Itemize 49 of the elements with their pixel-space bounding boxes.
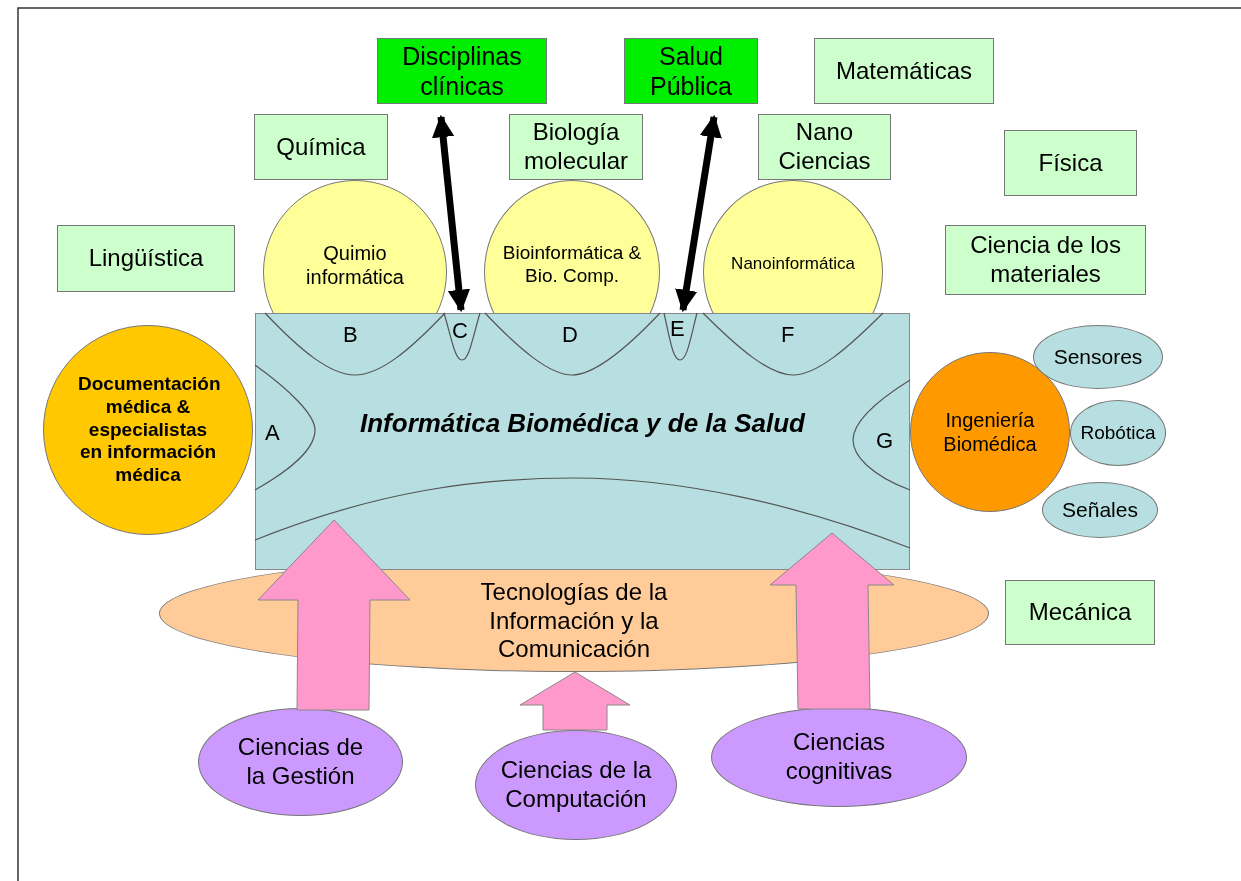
double-arrow [675,114,722,313]
discipline-box [254,114,388,180]
main-field-box [255,313,910,570]
label-text: Ciencias de la Computación [499,756,653,814]
double-arrow [431,114,471,313]
block-arrow [257,519,411,711]
region-letter: C [452,318,468,344]
region-letter: A [265,420,280,446]
label-text: Disciplinas clínicas [401,41,523,101]
label-text: Bioinformática & Bio. Comp. [501,241,643,288]
discipline-box [945,225,1146,295]
block-arrow [769,532,895,710]
label-text: Física [1038,148,1103,178]
label-text: Biología molecular [522,118,629,176]
label-text: Ingeniería Biomédica [942,408,1038,456]
label-text: Mecánica [1028,598,1132,627]
block-arrow [519,671,631,731]
label-text: Lingüística [88,244,204,273]
field-circle [263,180,447,313]
label-text: Tecnologías de la Información y la Comunicación [479,577,669,665]
label-text: Química [276,132,366,162]
region-letter: D [562,322,578,348]
region-letter: F [781,322,795,348]
label-text: Nano Ciencias [777,118,872,176]
label-text: Quimio informática [305,240,405,289]
label-text: Ciencia de los materiales [969,231,1122,289]
label-text: Robótica [1080,421,1156,445]
label-text: Sensores [1053,344,1143,370]
label-text: Ciencias cognitivas [784,728,894,786]
label-text: Ciencias de la Gestión [236,733,365,791]
field-ellipse [1042,482,1158,538]
title-text: Informática Biomédica y de la Salud [360,407,805,440]
label-text: Señales [1062,497,1138,523]
discipline-box [57,225,235,292]
discipline-box [624,38,758,104]
region-letter: B [343,322,358,348]
label-text: Documentación médica & especialistas en información médica [78,373,218,487]
discipline-box [377,38,547,104]
discipline-box [1005,580,1155,645]
label-text: Salud Pública [649,41,733,101]
label-text: Nanoinformática [731,254,855,275]
discipline-box [814,38,994,104]
discipline-box [1004,130,1137,196]
discipline-box [509,114,643,180]
field-circle [703,180,883,313]
discipline-box [758,114,891,180]
label-text: Matemáticas [835,56,972,86]
region-letter: G [876,428,894,454]
region-letter: E [670,316,685,342]
